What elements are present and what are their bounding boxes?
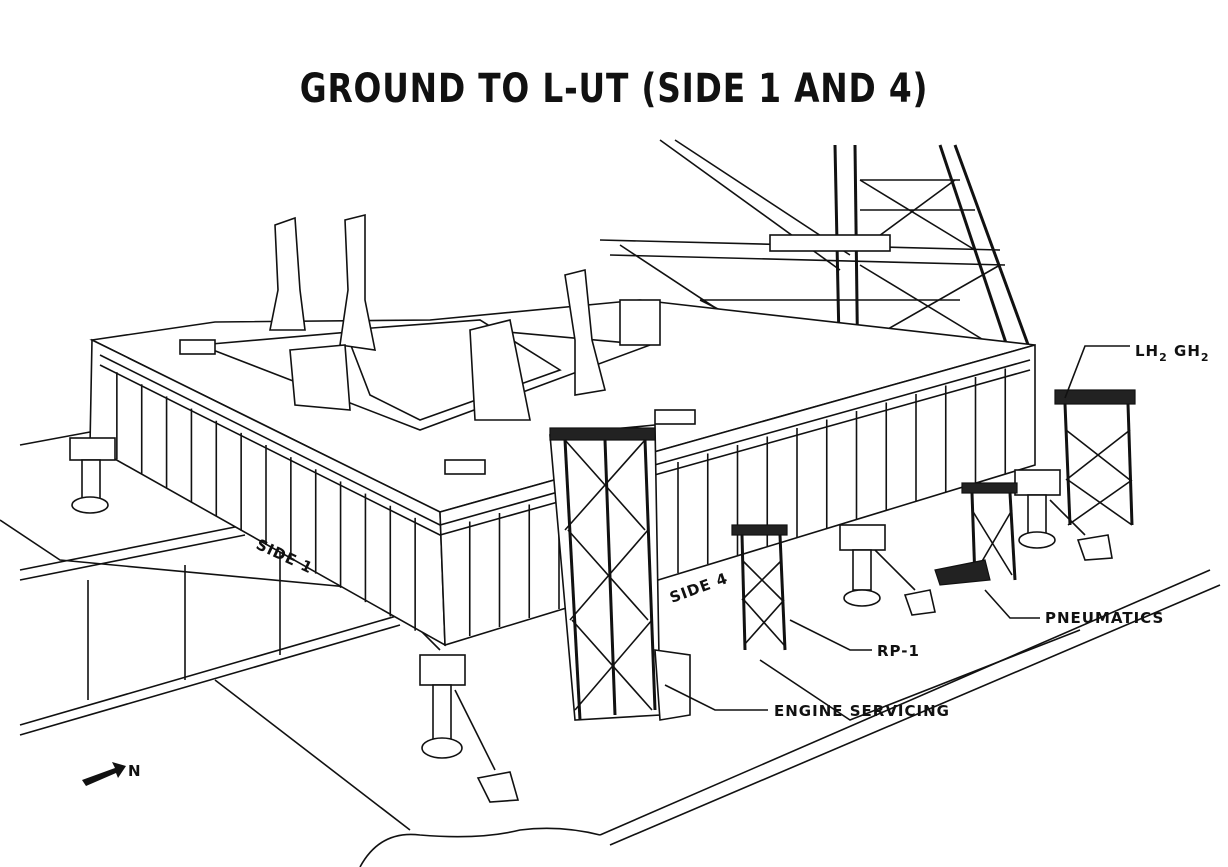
label-engine-servicing: ENGINE SERVICING: [774, 702, 950, 720]
umbilical-tower: [599, 139, 1032, 391]
rp1-tower: [731, 524, 788, 651]
ground-rails: [0, 431, 1221, 867]
holddown-arms: [269, 213, 606, 421]
label-rp1: RP-1: [877, 642, 920, 660]
leader-lines: [664, 345, 1130, 711]
wall-panels: [116, 368, 1007, 636]
engine-servicing-tower: [549, 424, 691, 721]
label-lh2-gh2: LH2 GH2: [1135, 342, 1210, 364]
north-arrow: N: [82, 762, 142, 786]
diagram-title: GROUND TO L-UT (SIDE 1 AND 4): [299, 66, 929, 112]
pneumatics-tower: [934, 482, 1018, 586]
label-pneumatics: PNEUMATICS: [1045, 609, 1164, 627]
north-label: N: [128, 762, 142, 780]
lh2-gh2-tower: [1054, 389, 1136, 526]
support-legs: [69, 437, 1113, 803]
